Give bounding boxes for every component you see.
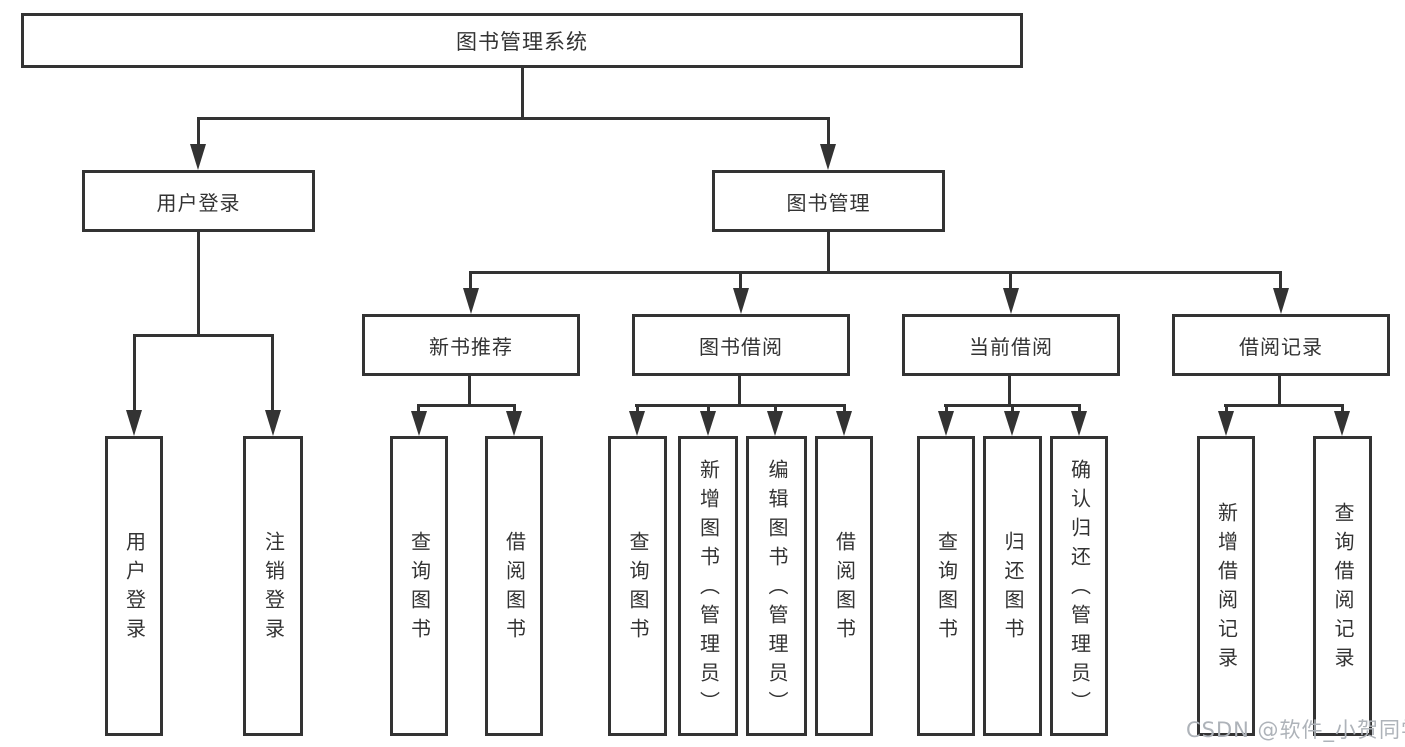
connector-line: [197, 117, 830, 120]
arrowhead-icon: [1071, 411, 1087, 436]
connector-line: [1008, 375, 1011, 406]
connector-line: [271, 334, 274, 412]
connector-line: [738, 375, 741, 406]
arrowhead-icon: [629, 411, 645, 436]
arrowhead-icon: [190, 144, 206, 170]
connector-line: [469, 271, 1282, 274]
leaf-borrow-books-recommend: 借阅图书: [485, 436, 543, 736]
csdn-watermark: CSDN @软件_小贺同学: [1186, 718, 1405, 742]
connector-line: [1278, 375, 1281, 406]
arrowhead-icon: [1273, 288, 1289, 314]
connector-line: [945, 404, 948, 414]
leaf-query-books-recommend: 查询图书: [390, 436, 448, 736]
connector-line: [1078, 404, 1081, 414]
connector-line: [521, 68, 524, 118]
connector-line: [739, 271, 742, 290]
connector-line: [417, 404, 420, 414]
connector-line: [843, 404, 846, 414]
connector-line: [1009, 271, 1012, 290]
connector-line: [827, 117, 830, 146]
arrowhead-icon: [820, 144, 836, 170]
leaf-borrow-books: 借阅图书: [815, 436, 873, 736]
arrowhead-icon: [767, 411, 783, 436]
node-user-login: 用户登录: [82, 170, 315, 232]
leaf-query-books-current: 查询图书: [917, 436, 975, 736]
connector-line: [1225, 404, 1228, 414]
node-current-borrow: 当前借阅: [902, 314, 1120, 376]
connector-line: [197, 231, 200, 336]
arrowhead-icon: [1004, 411, 1020, 436]
connector-line: [468, 375, 471, 406]
node-borrow-records: 借阅记录: [1172, 314, 1390, 376]
node-new-book-recommend: 新书推荐: [362, 314, 580, 376]
connector-line: [417, 404, 516, 407]
connector-line: [1341, 404, 1344, 414]
connector-line: [197, 117, 200, 146]
node-book-management: 图书管理: [712, 170, 945, 232]
arrowhead-icon: [938, 411, 954, 436]
leaf-user-login: 用户登录: [105, 436, 163, 736]
arrowhead-icon: [733, 288, 749, 314]
leaf-logout: 注销登录: [243, 436, 303, 736]
connector-line: [635, 404, 846, 407]
leaf-query-borrow-record: 查询借阅记录: [1313, 436, 1372, 736]
connector-line: [1011, 404, 1014, 414]
connector-line: [827, 231, 830, 273]
arrowhead-icon: [1334, 411, 1350, 436]
connector-line: [133, 334, 274, 337]
arrowhead-icon: [1218, 411, 1234, 436]
leaf-add-books-admin: 新增图书（管理员）: [678, 436, 738, 736]
leaf-add-borrow-record: 新增借阅记录: [1197, 436, 1255, 736]
leaf-confirm-return-admin: 确认归还（管理员）: [1050, 436, 1108, 736]
arrowhead-icon: [836, 411, 852, 436]
connector-line: [1279, 271, 1282, 290]
arrowhead-icon: [126, 410, 142, 436]
arrowhead-icon: [411, 411, 427, 436]
connector-line: [513, 404, 516, 414]
connector-line: [636, 404, 639, 414]
node-library-system: 图书管理系统: [21, 13, 1023, 68]
leaf-query-books-borrow: 查询图书: [608, 436, 667, 736]
arrowhead-icon: [700, 411, 716, 436]
connector-line: [133, 334, 136, 412]
leaf-return-books: 归还图书: [983, 436, 1042, 736]
node-book-borrow: 图书借阅: [632, 314, 850, 376]
connector-line: [469, 271, 472, 290]
connector-line: [1224, 404, 1344, 407]
connector-line: [774, 404, 777, 414]
connector-line: [707, 404, 710, 414]
arrowhead-icon: [265, 410, 281, 436]
arrowhead-icon: [506, 411, 522, 436]
arrowhead-icon: [463, 288, 479, 314]
arrowhead-icon: [1003, 288, 1019, 314]
leaf-edit-books-admin: 编辑图书（管理员）: [746, 436, 807, 736]
